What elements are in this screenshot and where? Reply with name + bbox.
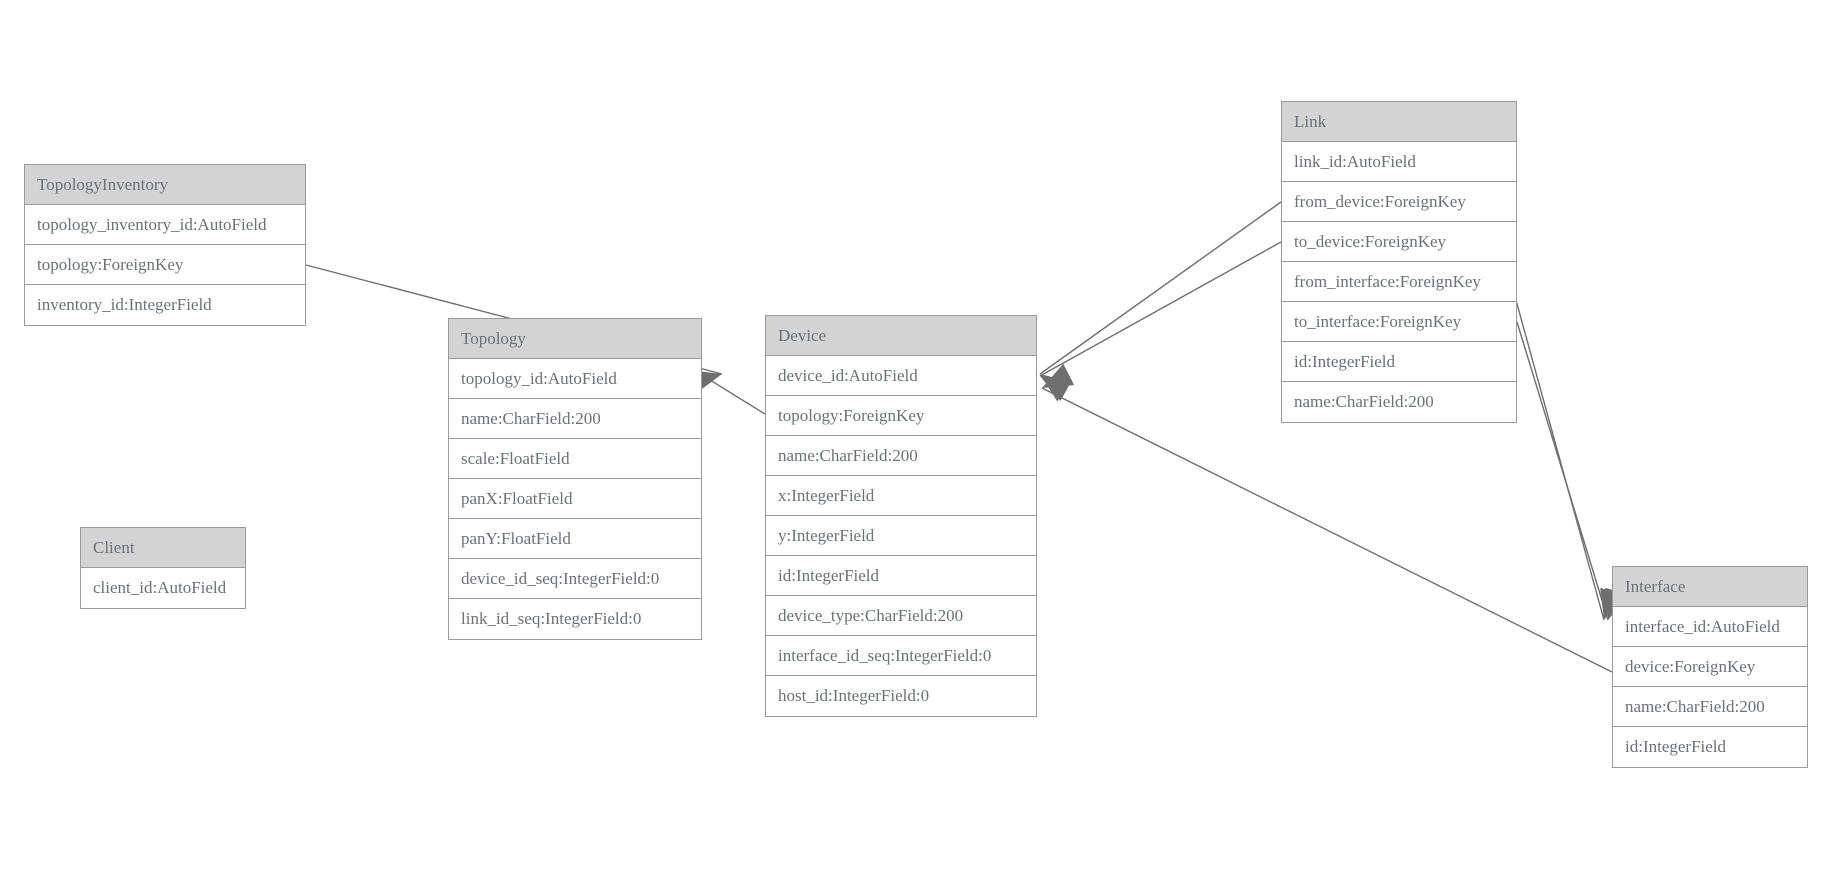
arrowhead xyxy=(1042,363,1075,388)
entity-field-row: id:IntegerField xyxy=(1282,342,1516,382)
entity-field-row: inventory_id:IntegerField xyxy=(25,285,305,325)
entity-field-row: topology:ForeignKey xyxy=(25,245,305,285)
entity-field-row: interface_id_seq:IntegerField:0 xyxy=(766,636,1036,676)
entity-field-row: y:IntegerField xyxy=(766,516,1036,556)
entity-field-row: from_device:ForeignKey xyxy=(1282,182,1516,222)
entity-field-row: x:IntegerField xyxy=(766,476,1036,516)
entity-field-row: interface_id:AutoField xyxy=(1613,607,1807,647)
entity-title-device: Device xyxy=(766,316,1036,356)
entity-field-row: device:ForeignKey xyxy=(1613,647,1807,687)
entity-title-topologyinventory: TopologyInventory xyxy=(25,165,305,205)
entity-field-row: device_id:AutoField xyxy=(766,356,1036,396)
entity-title-interface: Interface xyxy=(1613,567,1807,607)
entity-field-row: id:IntegerField xyxy=(766,556,1036,596)
entity-title-link: Link xyxy=(1282,102,1516,142)
arrowhead xyxy=(1040,376,1073,402)
entity-field-row: topology_inventory_id:AutoField xyxy=(25,205,305,245)
entity-field-row: device_type:CharField:200 xyxy=(766,596,1036,636)
relationship-link-from-device xyxy=(1039,201,1282,402)
entity-field-row: host_id:IntegerField:0 xyxy=(766,676,1036,716)
entity-field-row: topology:ForeignKey xyxy=(766,396,1036,436)
entity-field-row: link_id_seq:IntegerField:0 xyxy=(449,599,701,639)
entity-title-topology: Topology xyxy=(449,319,701,359)
entity-field-row: to_interface:ForeignKey xyxy=(1282,302,1516,342)
relationship-link-to-device xyxy=(1039,241,1282,402)
entity-title-client: Client xyxy=(81,528,245,568)
relationship-link-from-interface xyxy=(1510,281,1624,621)
entity-field-row: name:CharField:200 xyxy=(1613,687,1807,727)
entity-field-row: topology_id:AutoField xyxy=(449,359,701,399)
entity-field-row: id:IntegerField xyxy=(1613,727,1807,767)
entity-field-row: panX:FloatField xyxy=(449,479,701,519)
entity-field-row: from_interface:ForeignKey xyxy=(1282,262,1516,302)
entity-field-row: panY:FloatField xyxy=(449,519,701,559)
entity-field-row: name:CharField:200 xyxy=(1282,382,1516,422)
entity-field-row: link_id:AutoField xyxy=(1282,142,1516,182)
entity-field-row: scale:FloatField xyxy=(449,439,701,479)
entity-field-row: to_device:ForeignKey xyxy=(1282,222,1516,262)
entity-field-row: client_id:AutoField xyxy=(81,568,245,608)
entity-field-row: name:CharField:200 xyxy=(449,399,701,439)
entity-field-row: name:CharField:200 xyxy=(766,436,1036,476)
arrowhead xyxy=(1040,374,1072,402)
entity-field-row: device_id_seq:IntegerField:0 xyxy=(449,559,701,599)
